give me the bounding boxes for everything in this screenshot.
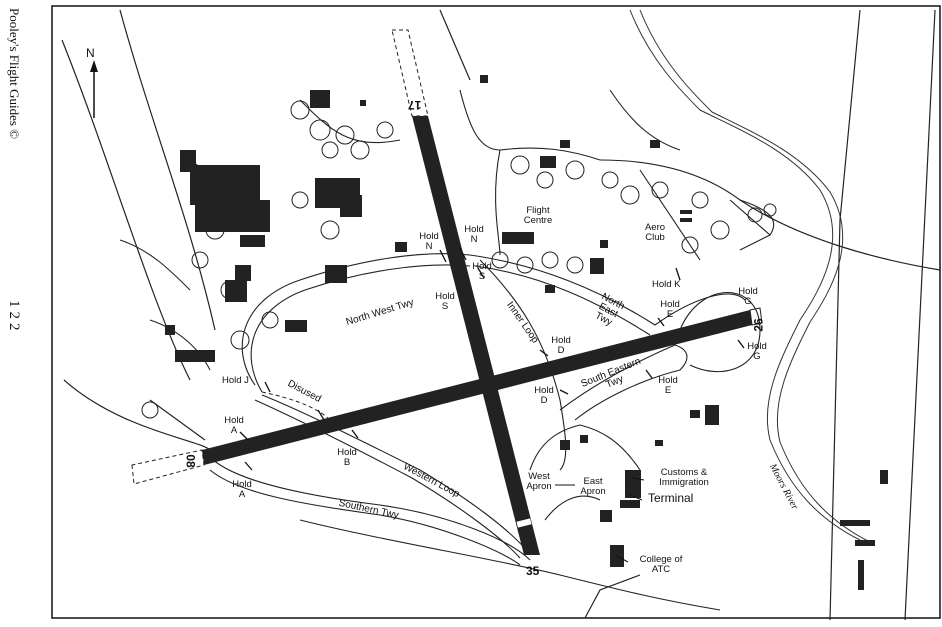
- hold-e-1: Hold E: [660, 299, 680, 320]
- flight-centre-label: Flight Centre: [523, 205, 553, 226]
- runway-17-label: 17: [408, 98, 422, 112]
- hold-b: Hold B: [337, 447, 357, 468]
- hold-j: Hold J: [222, 375, 249, 386]
- north-label: N: [86, 46, 95, 60]
- buildings: [165, 75, 888, 590]
- hold-points: [239, 247, 745, 471]
- aero-club-label: Aero Club: [644, 222, 666, 243]
- runway-08-label: 08: [183, 454, 198, 468]
- customs-label: Customs & Immigration: [659, 467, 709, 488]
- hold-e-2: Hold E: [658, 375, 678, 396]
- runway-08-26: [131, 307, 763, 485]
- pointer-arrows: [555, 477, 645, 563]
- hold-n-1: Hold N: [419, 231, 439, 252]
- boundary-roads: [61, 9, 941, 621]
- hold-s-2: Hold S: [472, 261, 492, 282]
- hold-a-1: Hold A: [224, 415, 244, 436]
- disused-runway: [261, 391, 331, 421]
- hold-a-2: Hold A: [232, 479, 252, 500]
- hold-g-2: Hold G: [747, 341, 767, 362]
- runway-17-35: [391, 29, 540, 555]
- hold-g-1: Hold G: [738, 286, 758, 307]
- runway-26-label: 26: [751, 318, 766, 332]
- west-apron-label: West Apron: [526, 471, 552, 492]
- hold-n-2: Hold N: [464, 224, 484, 245]
- hold-d-2: Hold D: [534, 385, 554, 406]
- north-arrow-icon: [90, 60, 98, 118]
- taxiways: [119, 89, 775, 611]
- page-number: 122: [6, 300, 22, 335]
- river: [629, 9, 861, 541]
- east-apron-label: East Apron: [580, 476, 606, 497]
- hold-k: Hold K: [652, 279, 681, 290]
- terminal-label: Terminal: [648, 491, 694, 505]
- publisher-caption: Pooley's Flight Guides ©: [7, 8, 22, 140]
- hold-s-1: Hold S: [435, 291, 455, 312]
- college-atc-label: College of ATC: [639, 554, 683, 575]
- hold-d-1: Hold D: [551, 335, 571, 356]
- map-frame: [51, 5, 941, 619]
- runway-35-label: 35: [526, 564, 540, 578]
